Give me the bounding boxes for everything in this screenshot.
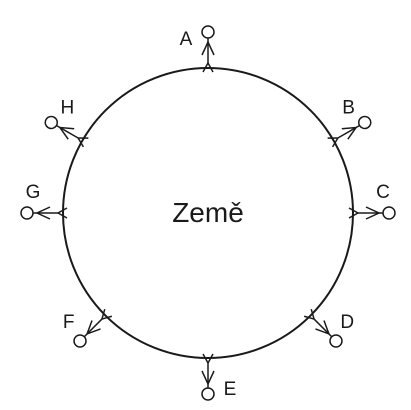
- figure-head: [357, 115, 372, 130]
- figure-left-leg: [327, 137, 338, 139]
- earth-label: Země: [172, 197, 244, 228]
- figure-head: [201, 387, 215, 401]
- figure-arms: [201, 40, 215, 56]
- figure-label-g: G: [26, 182, 41, 203]
- figure-label-h: H: [61, 97, 75, 118]
- figure-arms: [35, 206, 51, 220]
- figure-label-d: D: [340, 312, 354, 333]
- stick-figure-b: [327, 115, 372, 148]
- figure-head: [44, 115, 59, 130]
- figure-arms: [58, 126, 75, 140]
- stick-figure-c: [348, 206, 396, 220]
- figure-right-leg: [331, 137, 339, 148]
- figure-right-leg: [202, 353, 209, 364]
- figure-head: [329, 334, 343, 348]
- figure-right-leg: [348, 212, 359, 219]
- figure-label-a: A: [180, 29, 193, 50]
- figure-right-leg: [57, 207, 68, 214]
- figure-left-leg: [310, 308, 315, 320]
- figure-arms: [85, 320, 101, 336]
- stick-figure-a: [201, 25, 215, 73]
- figure-right-leg: [101, 308, 106, 320]
- earth-circle: [62, 67, 354, 359]
- figure-right-leg: [207, 62, 214, 73]
- figure-left-leg: [202, 62, 209, 73]
- figure-arms: [341, 126, 358, 140]
- figure-label-f: F: [63, 312, 75, 333]
- figure-left-leg: [57, 212, 68, 219]
- figure-right-leg: [78, 137, 89, 139]
- figure-left-leg: [348, 207, 359, 214]
- figure-head: [73, 334, 87, 348]
- figure-arms: [315, 320, 331, 336]
- stick-figure-g: [20, 206, 68, 220]
- figure-arms: [201, 370, 215, 386]
- figure-arms: [365, 206, 381, 220]
- figure-label-b: B: [342, 97, 355, 118]
- figure-head: [201, 25, 215, 39]
- figure-left-leg: [207, 353, 214, 364]
- figure-right-leg: [303, 315, 315, 320]
- figure-head: [20, 206, 34, 220]
- stick-figure-e: [201, 353, 215, 401]
- figure-left-leg: [77, 137, 85, 148]
- figure-label-c: C: [376, 182, 390, 203]
- figures-group: A B C D E F G H: [20, 25, 396, 401]
- stick-figure-h: [44, 115, 89, 148]
- figure-label-e: E: [224, 379, 237, 400]
- stick-figure-d: [303, 308, 343, 348]
- figure-left-leg: [101, 315, 113, 320]
- figure-head: [382, 206, 396, 220]
- stick-figure-f: [73, 308, 113, 348]
